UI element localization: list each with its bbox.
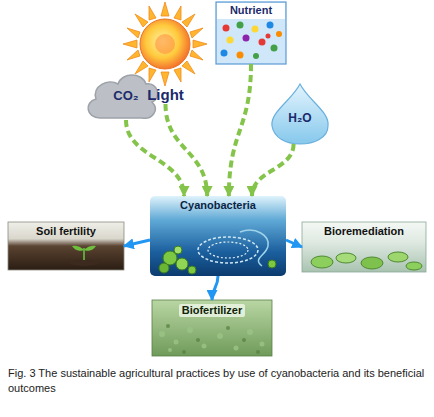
water-drop-node: H₂O — [268, 92, 332, 144]
soil-image — [8, 222, 124, 270]
outcome-box: Biofertilizer — [152, 300, 272, 356]
bioremediation-image — [302, 222, 426, 272]
nutrient-panel — [216, 2, 286, 64]
output-arrow — [286, 240, 302, 247]
input-arrow — [229, 64, 251, 196]
node-label: Nutrient — [230, 4, 272, 17]
light-node: Light — [118, 0, 213, 104]
node-label: Bioremediation — [324, 225, 404, 238]
outcome-box: Bioremediation — [302, 222, 426, 272]
outcome-box: Soil fertility — [8, 222, 124, 270]
figure-caption: Fig. 3 The sustainable agricultural prac… — [8, 366, 426, 396]
water-drop — [272, 84, 328, 144]
input-arrow — [252, 144, 294, 196]
sun — [123, 2, 207, 86]
output-arrow — [124, 240, 150, 246]
cyanobacteria-image — [150, 196, 286, 276]
node-label: Cyanobacteria — [180, 199, 256, 212]
input-arrow — [166, 104, 208, 196]
node-label: CO₂ — [113, 88, 138, 104]
nutrient-box: Nutrient — [216, 2, 286, 64]
output-arrow — [212, 276, 218, 300]
input-arrow — [126, 120, 184, 196]
node-label: Soil fertility — [36, 225, 96, 238]
node-label: Light — [147, 86, 184, 104]
cyanobacteria-box: Cyanobacteria — [150, 196, 286, 276]
node-label: Biofertilizer — [179, 304, 246, 317]
node-label: H₂O — [288, 111, 311, 125]
biofertilizer-image — [152, 300, 272, 356]
